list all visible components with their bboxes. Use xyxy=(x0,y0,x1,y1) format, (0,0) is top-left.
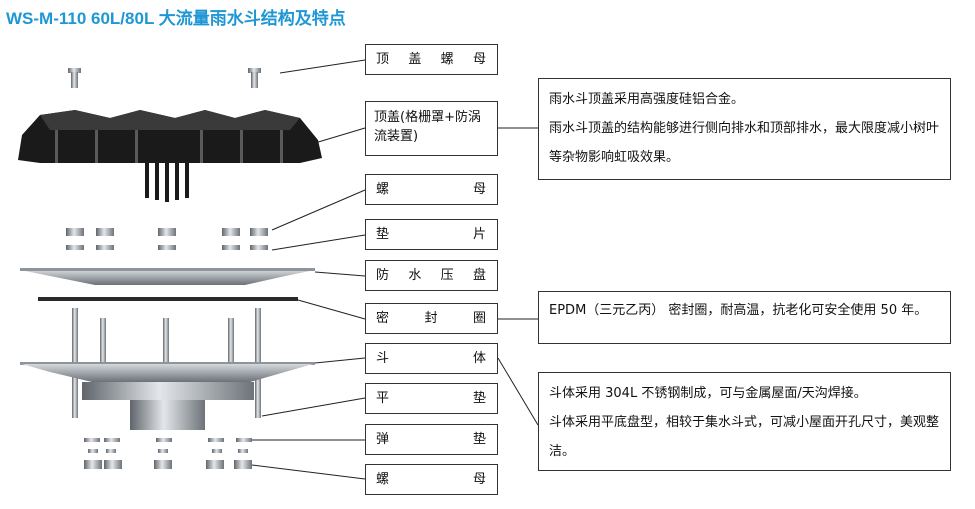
label-top-nut: 顶盖螺母 xyxy=(365,44,498,75)
desc-top-cover: 雨水斗顶盖采用高强度硅铝合金。 雨水斗顶盖的结构能够进行侧向排水和顶部排水，最大… xyxy=(538,78,951,180)
nut-and-gasket-parts xyxy=(66,228,268,250)
top-nut-part xyxy=(68,68,261,88)
label-seal-ring: 密封圈 xyxy=(365,303,498,334)
body-part xyxy=(20,308,315,430)
waterproof-plate-part xyxy=(20,268,315,285)
washer-and-nut-parts xyxy=(84,438,252,469)
desc-body: 斗体采用 304L 不锈钢制成，可与金属屋面/天沟焊接。 斗体采用平底盘型，相较… xyxy=(538,372,951,471)
page-title: WS-M-110 60L/80L 大流量雨水斗结构及特点 xyxy=(6,9,346,28)
top-cover-part xyxy=(18,110,322,202)
label-spring-washer: 弹垫 xyxy=(365,424,498,455)
label-top-cover: 顶盖(格栅罩+防涡流装置) xyxy=(365,101,498,156)
label-flat-washer: 平垫 xyxy=(365,383,498,414)
label-gasket: 垫片 xyxy=(365,219,498,250)
label-nut-upper: 螺母 xyxy=(365,174,498,205)
label-body: 斗体 xyxy=(365,343,498,374)
leader-lines xyxy=(251,59,539,480)
label-waterproof-plate: 防水压盘 xyxy=(365,260,498,291)
desc-seal-ring: EPDM（三元乙丙） 密封圈，耐高温，抗老化可安全使用 50 年。 xyxy=(538,291,951,344)
seal-ring-part xyxy=(38,297,298,301)
label-nut-lower: 螺母 xyxy=(365,464,498,495)
